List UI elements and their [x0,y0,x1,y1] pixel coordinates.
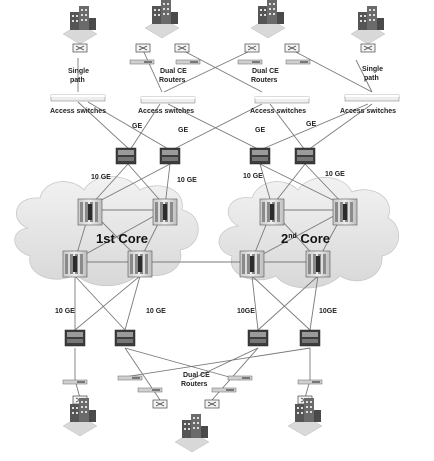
building-icon [350,5,386,45]
chassis-router-icon [152,198,178,226]
switch-icon [175,59,201,65]
ge-label: GE [178,127,188,134]
ten-ge-label: 10 GE [91,174,111,181]
ten-ge-label: 10 GE [146,308,166,315]
single-path-label-right-1: Single [362,66,383,73]
building-icon [250,0,286,39]
router-icon [72,43,88,53]
chassis-router-icon [62,250,88,278]
switch-icon [137,387,163,393]
ten-ge-label: 10 GE [177,177,197,184]
single-path-label-left-1: Single [68,68,89,75]
ge-label: GE [132,123,142,130]
distribution-switch-icon [114,329,136,347]
access-switch-icon [254,96,310,104]
dual-ce-label-top-2b: Routers [251,77,278,84]
ten-ge-label: 10 GE [325,171,345,178]
router-icon [244,43,260,53]
ten-ge-label: 10GE [319,308,337,315]
router-icon [284,43,300,53]
access-switch-icon [140,96,196,104]
dual-ce-label-bottom-a: Dual CE [183,372,210,379]
single-path-label-left-2: path [70,77,85,84]
ten-ge-label: 10 GE [243,173,263,180]
ge-links [77,101,373,151]
chassis-router-icon [127,250,153,278]
ce-uplinks [77,49,373,93]
core-1-label: 1st Core [96,231,148,246]
distribution-switch-icon [249,147,271,165]
dual-ce-label-bottom-b: Routers [181,381,208,388]
ge-label: GE [255,127,265,134]
dual-ce-label-top-1a: Dual CE [160,68,187,75]
switch-icon [62,379,88,385]
chassis-router-icon [239,250,265,278]
router-icon [360,43,376,53]
router-icon [174,43,190,53]
distribution-switch-icon [159,147,181,165]
distribution-switch-icon [299,329,321,347]
chassis-router-icon [305,250,331,278]
access-switches-label: Access switches [138,108,194,115]
building-icon [62,5,98,45]
building-icon [144,0,180,39]
dual-ce-label-top-2a: Dual CE [252,68,279,75]
switch-icon [227,375,253,381]
ten-ge-lower-links [74,275,319,331]
access-switch-icon [50,94,106,102]
router-icon [152,399,168,409]
switch-icon [211,387,237,393]
access-switch-icon [344,94,400,102]
core-2-label: 2nd Core [281,231,330,246]
ten-ge-label: 10 GE [55,308,75,315]
single-path-label-right-2: path [364,75,379,82]
router-icon [204,399,220,409]
distribution-switch-icon [115,147,137,165]
chassis-router-icon [259,198,285,226]
switch-icon [129,59,155,65]
chassis-router-icon [332,198,358,226]
ge-label: GE [306,121,316,128]
switch-icon [297,379,323,385]
distribution-switch-icon [247,329,269,347]
distribution-switch-icon [64,329,86,347]
distribution-switch-icon [294,147,316,165]
switch-icon [285,59,311,65]
chassis-router-icon [77,198,103,226]
switch-icon [117,375,143,381]
router-icon [135,43,151,53]
dual-ce-label-top-1b: Routers [159,77,186,84]
ten-ge-label: 10GE [237,308,255,315]
access-switches-label: Access switches [340,108,396,115]
access-switches-label: Access switches [50,108,106,115]
switch-icon [237,59,263,65]
access-switches-label: Access switches [250,108,306,115]
building-icon [174,413,210,453]
building-icon [62,397,98,437]
building-icon [287,397,323,437]
